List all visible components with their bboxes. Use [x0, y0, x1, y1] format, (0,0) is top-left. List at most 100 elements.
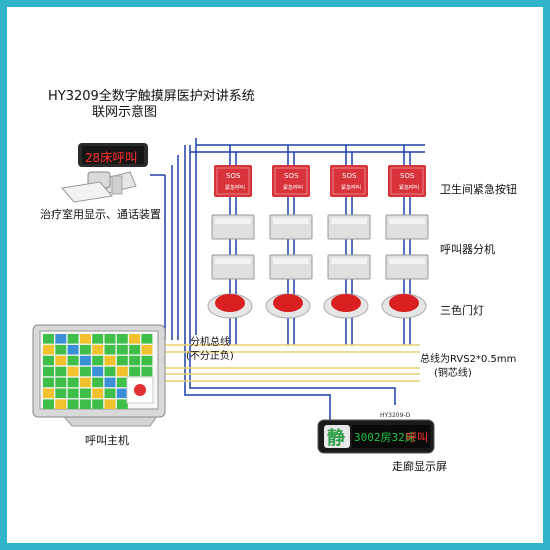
- treatment-label: 治疗室用显示、通话装置: [40, 208, 161, 221]
- door-light-3: [323, 293, 369, 319]
- sos-button-4[interactable]: [388, 165, 426, 197]
- bed-tile[interactable]: [104, 355, 116, 366]
- corridor-display: [317, 419, 435, 454]
- bed-tile[interactable]: [129, 334, 141, 344]
- bed-tile[interactable]: [116, 377, 128, 388]
- sos-subtext-2: 紧急呼叫: [283, 185, 304, 191]
- yellow-bus-lines: [140, 344, 420, 382]
- bed-tile[interactable]: [79, 344, 91, 355]
- diagram-title: HY3209全数字触摸屏医护对讲系统: [48, 89, 255, 104]
- sos-subtext-4: 紧急呼叫: [399, 185, 420, 191]
- sos-button-1[interactable]: [214, 165, 252, 197]
- bed-tile[interactable]: [67, 377, 79, 388]
- bed-tile[interactable]: [141, 366, 153, 377]
- sos-button-3[interactable]: [330, 165, 368, 197]
- bed-tile[interactable]: [141, 344, 153, 355]
- bed-tile[interactable]: [92, 355, 104, 366]
- sos-button-2[interactable]: [272, 165, 310, 197]
- bed-tile[interactable]: [79, 334, 91, 344]
- bed-tile[interactable]: [55, 388, 67, 399]
- bed-tile[interactable]: [43, 377, 54, 388]
- bed-tile[interactable]: [92, 344, 104, 355]
- bed-tile[interactable]: [104, 388, 116, 399]
- bus-label-line2: (不分正负): [186, 351, 234, 362]
- bed-tile[interactable]: [116, 399, 128, 409]
- door-light-2: [265, 293, 311, 319]
- bed-tile[interactable]: [116, 388, 128, 399]
- bed-tile[interactable]: [92, 334, 104, 344]
- bed-tile[interactable]: [43, 399, 54, 409]
- cable-label-line2: (铜芯线): [434, 368, 472, 379]
- sos-buttons: [214, 165, 426, 197]
- bed-tile[interactable]: [67, 366, 79, 377]
- bed-tile[interactable]: [55, 399, 67, 409]
- bed-tile[interactable]: [141, 355, 153, 366]
- bed-tile[interactable]: [104, 377, 116, 388]
- bed-tile[interactable]: [116, 344, 128, 355]
- bed-tile[interactable]: [79, 355, 91, 366]
- bed-tile[interactable]: [116, 355, 128, 366]
- door-light-4: [381, 293, 427, 319]
- bed-tile[interactable]: [79, 366, 91, 377]
- bed-tile[interactable]: [67, 344, 79, 355]
- bed-tile[interactable]: [67, 388, 79, 399]
- treatment-led-text: 28床呼叫: [85, 150, 138, 165]
- corridor-label: 走廊显示屏: [392, 460, 447, 473]
- bed-tile[interactable]: [92, 377, 104, 388]
- bed-tile[interactable]: [92, 366, 104, 377]
- corridor-model: HY3209-D: [380, 412, 411, 419]
- bed-tile[interactable]: [55, 344, 67, 355]
- bed-tile[interactable]: [92, 388, 104, 399]
- bed-tile[interactable]: [104, 399, 116, 409]
- sos-text-1: SOS: [226, 172, 241, 180]
- call-host-monitor: [32, 324, 166, 427]
- bed-tile[interactable]: [116, 366, 128, 377]
- host-logo-icon: [134, 384, 146, 396]
- bus-label-line1: 分机总线: [190, 337, 230, 348]
- door-lights: [207, 293, 427, 319]
- bed-tile[interactable]: [79, 399, 91, 409]
- call-extensions: [211, 214, 429, 280]
- bed-tile[interactable]: [104, 334, 116, 344]
- treatment-room-device: [61, 143, 148, 203]
- bed-tile[interactable]: [92, 399, 104, 409]
- bed-tile[interactable]: [67, 355, 79, 366]
- corridor-text-green: 3002房32床: [354, 431, 416, 444]
- door-light-1: [207, 293, 253, 319]
- bed-tile[interactable]: [43, 366, 54, 377]
- bed-tile[interactable]: [141, 334, 153, 344]
- corridor-status-char: 静: [327, 428, 345, 449]
- host-label: 呼叫主机: [85, 434, 129, 447]
- bed-tile[interactable]: [43, 388, 54, 399]
- corridor-text-red: 呼叫: [406, 431, 428, 444]
- cable-label-line1: 总线为RVS2*0.5mm: [420, 354, 517, 365]
- extension-label: 呼叫器分机: [440, 243, 495, 256]
- bed-tile[interactable]: [67, 399, 79, 409]
- bed-tile[interactable]: [116, 334, 128, 344]
- sos-text-4: SOS: [400, 172, 415, 180]
- bed-tile[interactable]: [43, 355, 54, 366]
- sos-subtext-3: 紧急呼叫: [341, 185, 362, 191]
- bed-tile[interactable]: [79, 388, 91, 399]
- bed-tile[interactable]: [55, 377, 67, 388]
- host-bed-grid: [43, 334, 153, 409]
- sos-text-2: SOS: [284, 172, 299, 180]
- bed-tile[interactable]: [104, 344, 116, 355]
- bed-tile[interactable]: [55, 355, 67, 366]
- door-light-label: 三色门灯: [440, 304, 484, 317]
- sos-label: 卫生间紧急按钮: [440, 183, 517, 196]
- bed-tile[interactable]: [129, 366, 141, 377]
- bed-tile[interactable]: [67, 334, 79, 344]
- bed-tile[interactable]: [129, 344, 141, 355]
- bed-tile[interactable]: [55, 334, 67, 344]
- bed-tile[interactable]: [43, 344, 54, 355]
- bed-tile[interactable]: [79, 377, 91, 388]
- sos-subtext-1: 紧急呼叫: [225, 185, 246, 191]
- bed-tile[interactable]: [129, 355, 141, 366]
- bed-tile[interactable]: [55, 366, 67, 377]
- bed-tile[interactable]: [43, 334, 54, 344]
- diagram-subtitle: 联网示意图: [92, 105, 158, 120]
- sos-text-3: SOS: [342, 172, 357, 180]
- bed-tile[interactable]: [104, 366, 116, 377]
